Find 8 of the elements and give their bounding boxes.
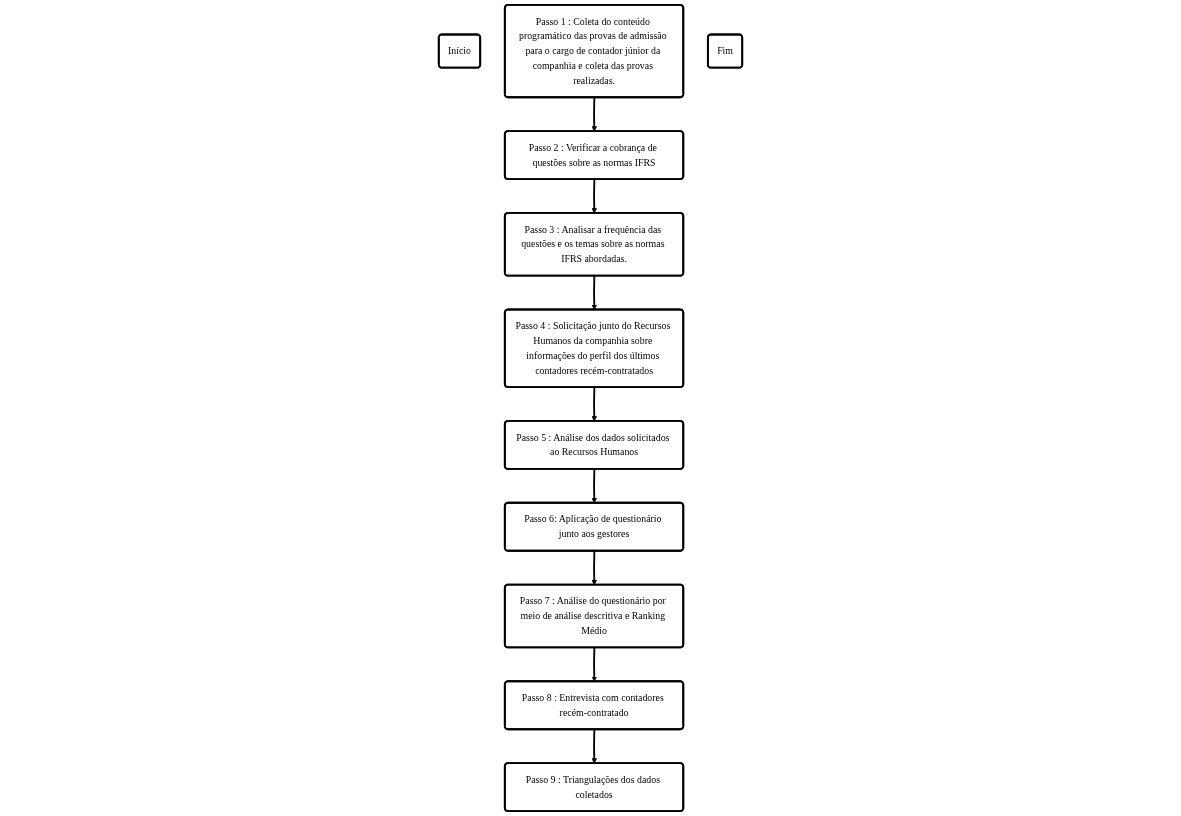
arrow	[591, 386, 597, 422]
arrow	[591, 550, 597, 586]
arrow	[591, 178, 597, 214]
arrow	[591, 646, 597, 682]
arrow	[591, 96, 597, 132]
arrow	[591, 275, 597, 311]
arrow	[591, 728, 597, 764]
arrow	[591, 468, 597, 504]
